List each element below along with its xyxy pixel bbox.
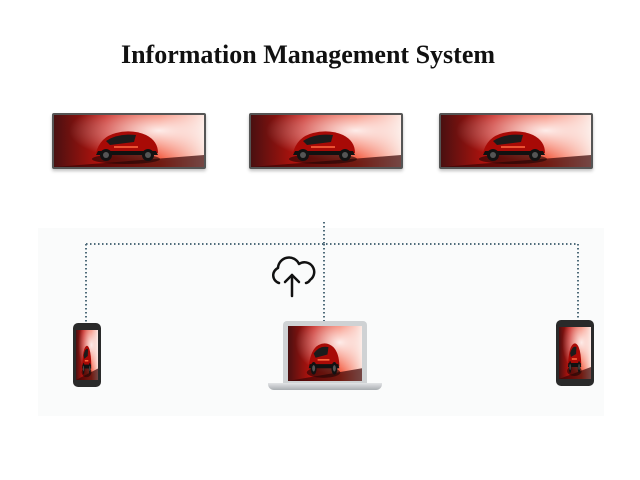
laptop-base (268, 383, 382, 390)
page-title: Information Management System (120, 40, 496, 69)
cloud-upload-icon (272, 256, 316, 298)
car-image (76, 330, 98, 380)
ad-display-center (249, 113, 403, 169)
smartphone (73, 323, 101, 387)
car-image (288, 326, 362, 381)
network-connectors (85, 222, 579, 323)
car-image (559, 327, 591, 379)
ad-display-right (439, 113, 593, 169)
laptop (283, 321, 367, 383)
ad-display-left (52, 113, 206, 169)
tablet (556, 320, 594, 386)
